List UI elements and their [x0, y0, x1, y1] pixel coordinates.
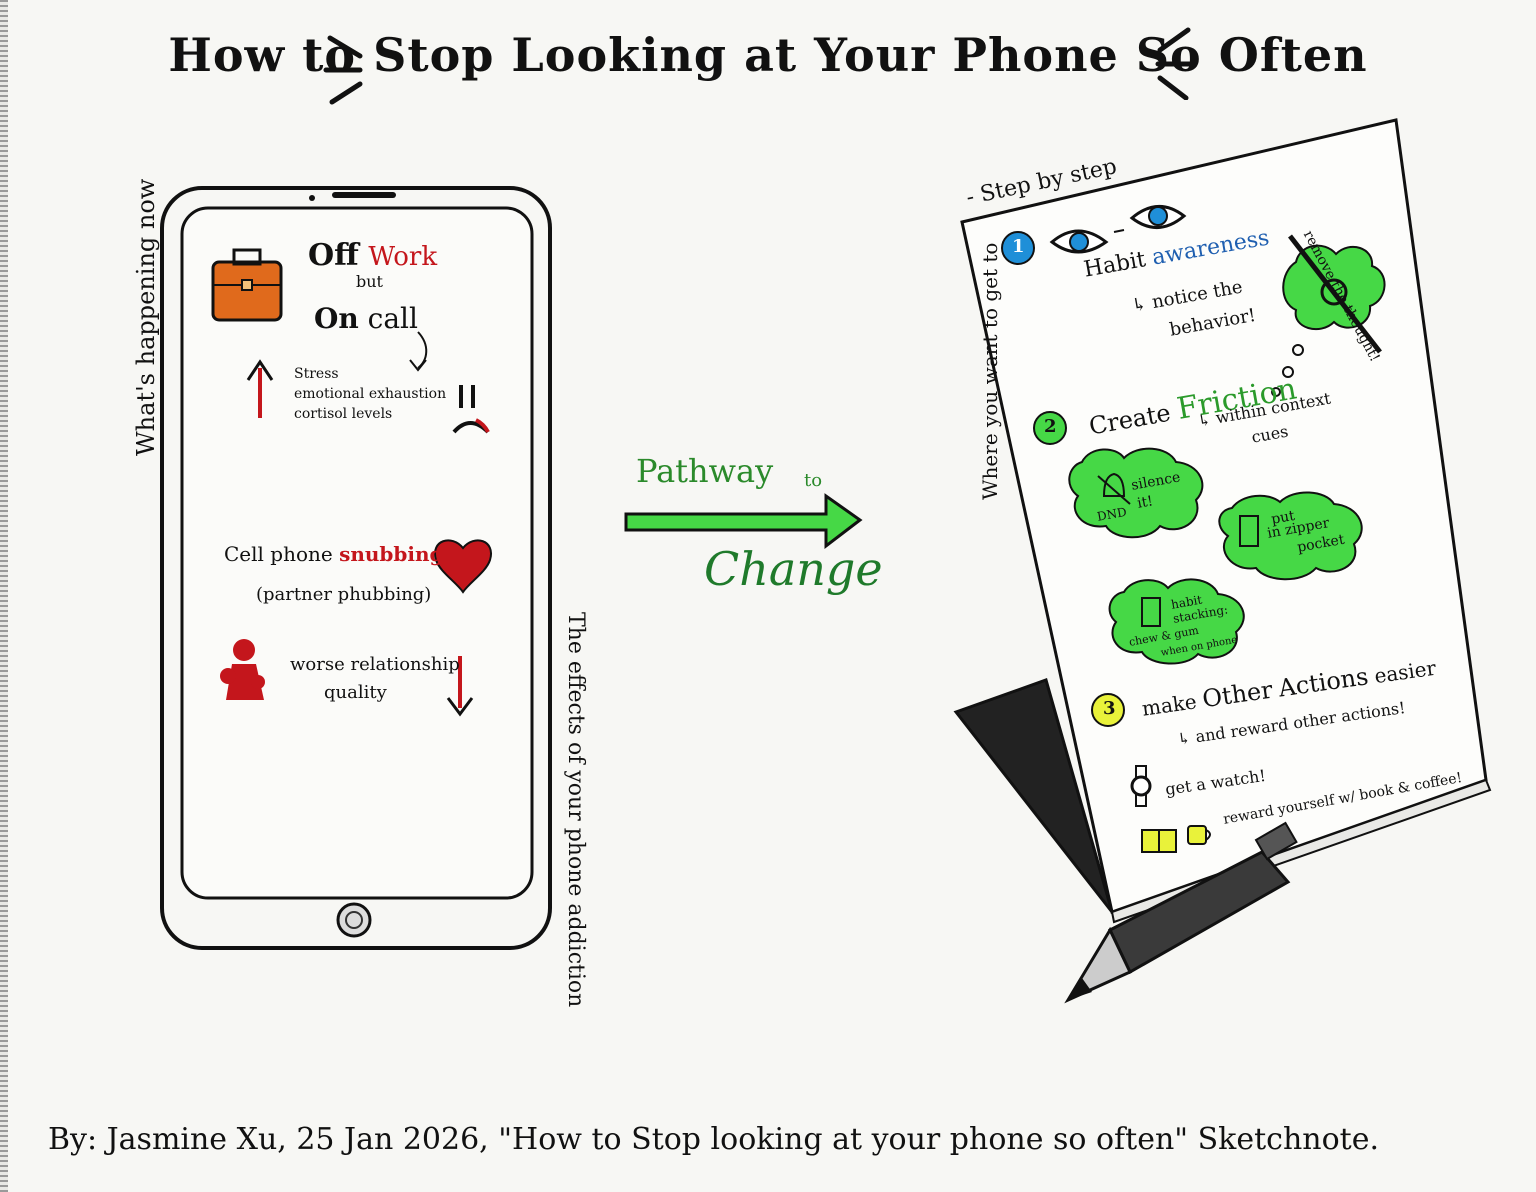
- change-word: Change: [704, 542, 883, 596]
- off-word: Off: [308, 238, 359, 273]
- remove-thought-cloud-icon: [1282, 234, 1386, 354]
- snubbing-word: snubbing: [339, 542, 444, 566]
- pathway-word: Pathway: [636, 452, 774, 490]
- cell-phone-text: Cell phone: [224, 542, 333, 566]
- pen-icon: [1064, 821, 1298, 1004]
- step1-number: 1: [1012, 236, 1025, 257]
- book-icon: [1141, 829, 1177, 853]
- right-side-label: Where you want to get to: [978, 242, 1002, 500]
- effect-item: Stress: [294, 366, 339, 382]
- briefcase-icon: [211, 248, 283, 322]
- pocket-icon: [1239, 515, 1259, 547]
- phone-illustration: [160, 186, 552, 950]
- left-bottom-label: The effects of your phone addiction: [563, 612, 588, 1008]
- muted-bell-icon: [1097, 472, 1131, 505]
- silence-cloud: [1068, 447, 1204, 539]
- it-text: it!: [1136, 493, 1155, 512]
- but-word: but: [356, 272, 383, 291]
- person-figure-icon: [220, 639, 265, 700]
- thought-dot: [1271, 387, 1281, 397]
- eyes-icon: [1049, 205, 1187, 254]
- work-word: Work: [368, 242, 438, 272]
- step1-circle-icon: [1001, 231, 1035, 265]
- thought-dot: [1282, 366, 1294, 378]
- stress-effects-list: Stress emotional exhaustion cortisol lev…: [294, 364, 446, 424]
- title-spark-left-icon: [323, 35, 363, 105]
- decrease-arrow-icon: [446, 656, 474, 717]
- author-credit: By: Jasmine Xu, 25 Jan 2026, "How to Sto…: [48, 1122, 1380, 1157]
- quality-text: quality: [324, 682, 387, 703]
- step2-number: 2: [1044, 416, 1057, 437]
- call-word: call: [367, 302, 418, 335]
- effect-item: emotional exhaustion: [294, 386, 447, 402]
- worse-relationship-text: worse relationship: [290, 654, 460, 675]
- notebook-binding-edge: [0, 0, 8, 1192]
- step2-circle-icon: [1033, 411, 1067, 445]
- sad-face-icon: [452, 385, 490, 434]
- title-spark-right-icon: [1155, 27, 1195, 100]
- step3-number: 3: [1103, 698, 1116, 719]
- partner-phubbing-text: (partner phubbing): [256, 584, 432, 605]
- thought-dot: [1292, 344, 1304, 356]
- gum-icon: [1141, 597, 1161, 627]
- habit-stacking-cloud: [1108, 578, 1245, 665]
- step3-circle-icon: [1091, 693, 1125, 727]
- zipper-pocket-cloud: [1218, 491, 1363, 581]
- effect-item: cortisol levels: [294, 406, 393, 422]
- increase-arrow-icon: [246, 359, 274, 418]
- curved-pointer-icon: [409, 331, 428, 372]
- pathway-arrow-icon: [624, 493, 863, 550]
- heart-icon: [433, 539, 493, 594]
- to-word: to: [804, 470, 823, 491]
- watch-icon: [1130, 765, 1152, 807]
- left-side-label: What's happening now: [132, 178, 160, 456]
- page-title: How to Stop Looking at Your Phone So Oft…: [168, 28, 1368, 82]
- coffee-cup-icon: [1187, 825, 1211, 845]
- on-word: On: [314, 302, 359, 335]
- sheet-stand-shadow: [953, 678, 1114, 913]
